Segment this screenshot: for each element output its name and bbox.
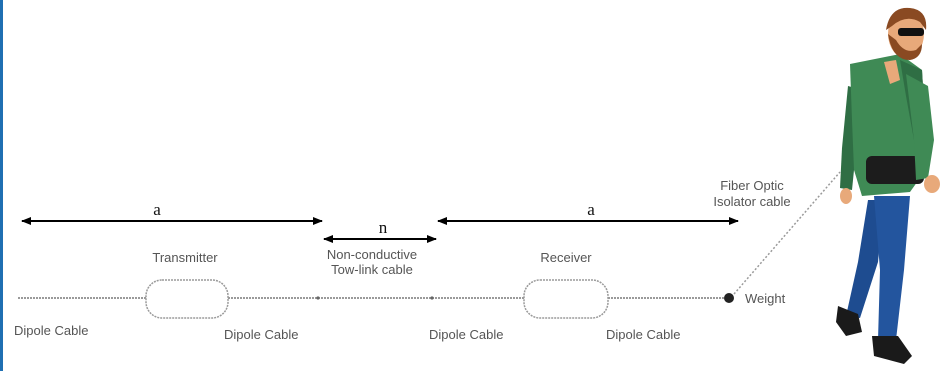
tow-link-label-line-2: Tow-link cable bbox=[331, 262, 413, 277]
weight-marker bbox=[724, 293, 734, 303]
receiver-label: Receiver bbox=[540, 250, 592, 265]
weight-label: Weight bbox=[745, 291, 786, 306]
dipole-cable-label-2: Dipole Cable bbox=[224, 327, 298, 342]
dipole-cable-label-4: Dipole Cable bbox=[606, 327, 680, 342]
cable-joint-right bbox=[430, 296, 434, 300]
dimension-label-right-a: a bbox=[587, 200, 595, 219]
receiver-housing bbox=[523, 279, 609, 319]
walking-person-figure bbox=[836, 7, 940, 364]
fiber-optic-label-line-2: Isolator cable bbox=[713, 194, 790, 209]
tow-link-label-line-1: Non-conductive bbox=[327, 247, 417, 262]
sunglasses-icon bbox=[898, 28, 924, 36]
transmitter-housing bbox=[145, 279, 229, 319]
dipole-cable-label-3: Dipole Cable bbox=[429, 327, 503, 342]
fiber-optic-cable bbox=[733, 171, 841, 295]
cable-line bbox=[18, 296, 724, 300]
dimension-label-n: n bbox=[379, 218, 388, 237]
dimension-label-left-a: a bbox=[153, 200, 161, 219]
dimension-arrows: a n a bbox=[21, 200, 739, 243]
transmitter-label: Transmitter bbox=[152, 250, 218, 265]
fiber-optic-label-line-1: Fiber Optic bbox=[720, 178, 784, 193]
dipole-cable-label-1: Dipole Cable bbox=[14, 323, 88, 338]
cable-joint-left bbox=[316, 296, 320, 300]
left-accent-bar bbox=[0, 0, 3, 371]
